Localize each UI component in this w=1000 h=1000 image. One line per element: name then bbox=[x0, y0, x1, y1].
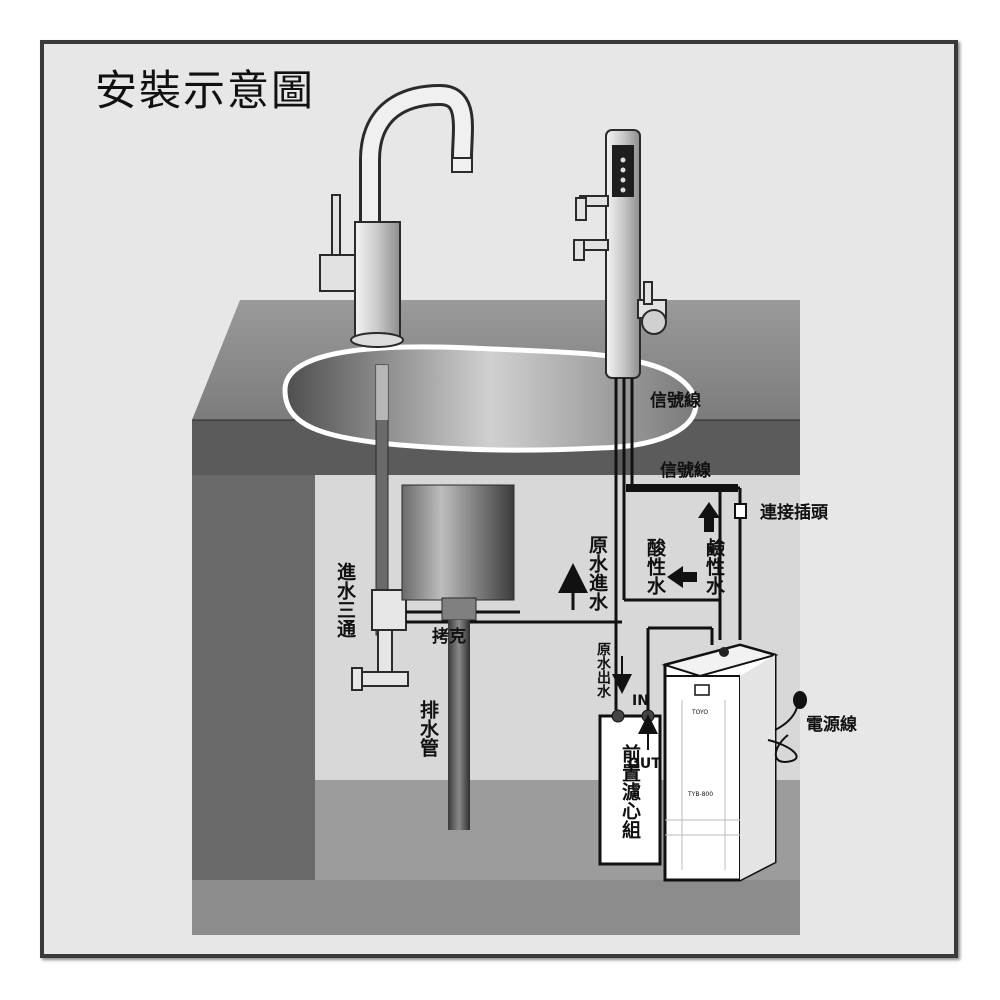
inlet-tee-fitting bbox=[371, 589, 407, 631]
signal-cable-bar bbox=[626, 484, 738, 492]
power-plug bbox=[793, 691, 807, 709]
faucet-handle bbox=[319, 254, 356, 292]
connector-plug-shape bbox=[734, 503, 747, 519]
label-out-port: OUT bbox=[628, 756, 661, 772]
flow-arrows bbox=[558, 502, 720, 750]
power-cord bbox=[767, 691, 807, 764]
hoses bbox=[614, 378, 747, 710]
drain-assembly bbox=[401, 484, 515, 830]
faucet-knob bbox=[641, 309, 667, 335]
drain-pipe-body bbox=[448, 620, 470, 830]
shutoff-valve bbox=[359, 671, 409, 687]
label-raw-water-out: 原水出水 bbox=[595, 642, 611, 699]
label-acidic-water: 酸性水 bbox=[644, 537, 666, 595]
ionizer-unit bbox=[661, 643, 779, 882]
faucet-lever bbox=[331, 194, 341, 256]
label-prefilter: 前置濾心組 bbox=[619, 743, 641, 839]
diagram-title: 安裝示意圖 bbox=[95, 66, 315, 115]
label-drain-pipe: 排水管 bbox=[417, 699, 439, 758]
label-alkaline-water: 鹼性水 bbox=[703, 537, 725, 595]
label-raw-water-in: 原水進水 bbox=[586, 535, 608, 611]
alkaline-up-arrow bbox=[698, 502, 720, 532]
acid-left-arrow bbox=[667, 566, 697, 588]
supply-pipe bbox=[351, 364, 622, 691]
prefilter-unit bbox=[598, 709, 662, 866]
label-connector-plug: 連接插頭 bbox=[760, 502, 829, 523]
label-signal-line-top: 信號線 bbox=[650, 390, 701, 411]
label-inlet-tee: 進水三通 bbox=[334, 562, 356, 639]
label-signal-line-mid: 信號線 bbox=[660, 460, 711, 481]
label-in-port: IN bbox=[632, 693, 649, 709]
kitchen-faucet bbox=[319, 83, 474, 348]
label-fitting: 拷克 bbox=[432, 626, 466, 647]
device-model: TYB-800 bbox=[687, 791, 713, 798]
label-power-cord: 電源線 bbox=[806, 714, 857, 735]
cabinet-left-wall bbox=[192, 470, 315, 935]
device-brand: TOYO bbox=[691, 709, 708, 716]
cabinet-front-edge bbox=[192, 880, 800, 935]
